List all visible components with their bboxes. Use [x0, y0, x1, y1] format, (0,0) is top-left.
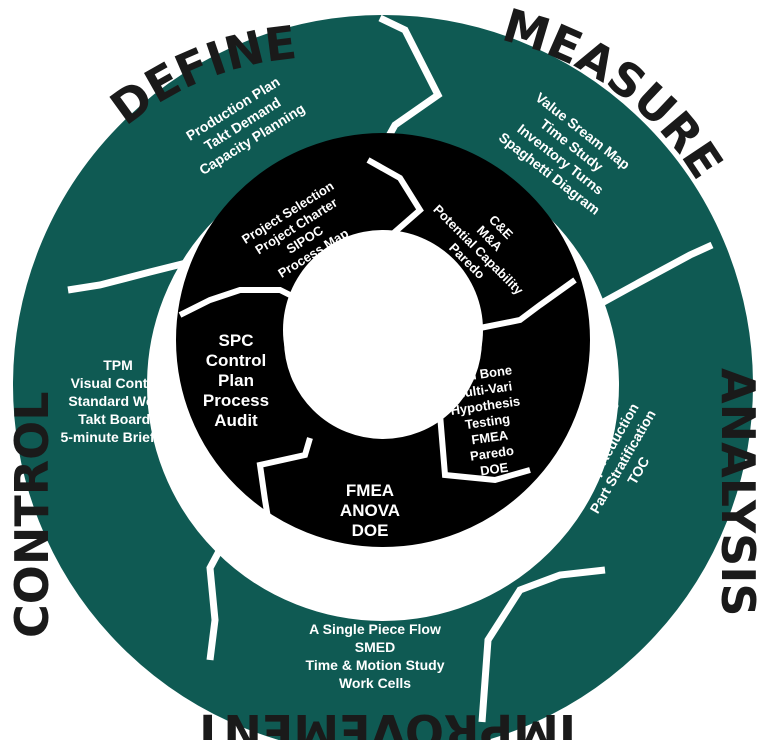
list-item: FMEA: [470, 427, 509, 447]
list-item: SMED: [355, 639, 395, 655]
list-item: 5-minute Briefing: [60, 429, 175, 445]
inner-ring: [176, 133, 590, 547]
phase-title-control: CONTROL: [5, 391, 59, 638]
list-item: Standard Work: [68, 393, 168, 409]
list-item: A Single Piece Flow: [309, 621, 441, 637]
list-item: Control: [206, 351, 266, 370]
list-item: Time & Motion Study: [306, 657, 445, 673]
list-item: FMEA: [346, 481, 394, 500]
list-item: 5S: [366, 567, 383, 583]
list-item: Process: [203, 391, 269, 410]
list-item: DOE: [479, 460, 509, 479]
list-item: Plan: [218, 371, 254, 390]
list-item: Visual Control: [71, 375, 166, 391]
list-item: SPC: [219, 331, 254, 350]
list-item: Testing: [464, 411, 511, 432]
outer-ring: [13, 15, 753, 740]
list-item: Line Balancing: [325, 585, 425, 601]
list-item: TPM: [103, 357, 133, 373]
list-item: Paredo: [469, 443, 515, 464]
list-item: Audit: [214, 411, 258, 430]
inner-list-improvement: FMEA ANOVA DOE: [340, 481, 400, 540]
outer-list-improvement: 5S Line Balancing Kanban Pull A Single P…: [306, 567, 445, 691]
inner-list-control: SPC Control Plan Process Audit: [203, 331, 269, 430]
list-item: DOE: [352, 521, 389, 540]
list-item: Kanban Pull: [335, 603, 416, 619]
inner-list-analysis: Fish Bone Multi-Vari Hypothesis Testing …: [449, 362, 521, 479]
center-circle: [283, 230, 483, 430]
list-item: Takt Boards: [78, 411, 158, 427]
outer-list-control: TPM Visual Control Standard Work Takt Bo…: [60, 357, 175, 445]
phase-title-analysis: ANALYSIS: [711, 368, 765, 617]
list-item: Work Cells: [339, 675, 411, 691]
phase-title-improvement: IMPROVEMENT: [191, 704, 576, 740]
list-item: ANOVA: [340, 501, 400, 520]
